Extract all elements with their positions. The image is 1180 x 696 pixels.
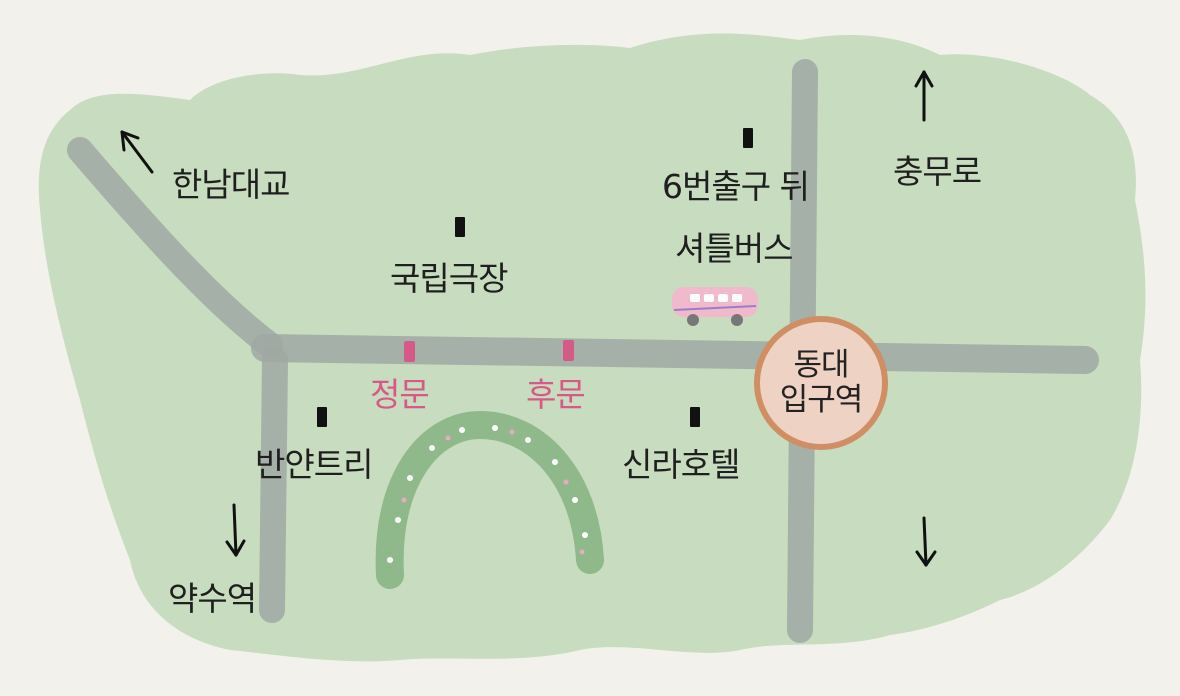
station-label-line2: 입구역 bbox=[779, 382, 864, 418]
arrow-up-icon bbox=[914, 70, 934, 122]
marker-banyan-tree bbox=[317, 407, 327, 427]
label-banyan-tree: 반얀트리 bbox=[255, 445, 373, 484]
arrow-down-icon bbox=[915, 516, 937, 567]
station-label-line1: 동대 bbox=[793, 347, 849, 384]
road-hannam bbox=[67, 137, 283, 358]
label-shilla-hotel: 신라호텔 bbox=[622, 445, 740, 484]
label-back-gate: 후문 bbox=[526, 375, 586, 414]
marker-national-theater bbox=[455, 217, 465, 237]
label-yaksu-station: 약수역 bbox=[168, 579, 257, 618]
marker-exit6 bbox=[743, 128, 753, 148]
flower-arch-icon bbox=[375, 410, 604, 589]
road-main bbox=[251, 334, 1099, 374]
marker-back-gate bbox=[563, 340, 574, 361]
label-exit6-back: 6번출구 뒤 bbox=[662, 167, 810, 206]
label-chungmuro: 충무로 bbox=[893, 152, 982, 191]
station-circle bbox=[754, 316, 888, 450]
marker-shilla-hotel bbox=[690, 407, 700, 427]
label-hannam-bridge: 한남대교 bbox=[172, 165, 290, 204]
arrow-down-icon bbox=[225, 503, 246, 557]
arrow-up-left-icon bbox=[120, 130, 154, 174]
label-main-gate: 정문 bbox=[370, 375, 430, 414]
label-national-theater: 국립극장 bbox=[390, 259, 508, 298]
station-label: 동대 입구역 bbox=[752, 318, 890, 448]
shuttle-bus-icon bbox=[672, 287, 758, 326]
label-shuttle-bus: 셔틀버스 bbox=[675, 229, 793, 268]
marker-main-gate bbox=[404, 341, 415, 362]
road-yaksu bbox=[259, 347, 288, 623]
